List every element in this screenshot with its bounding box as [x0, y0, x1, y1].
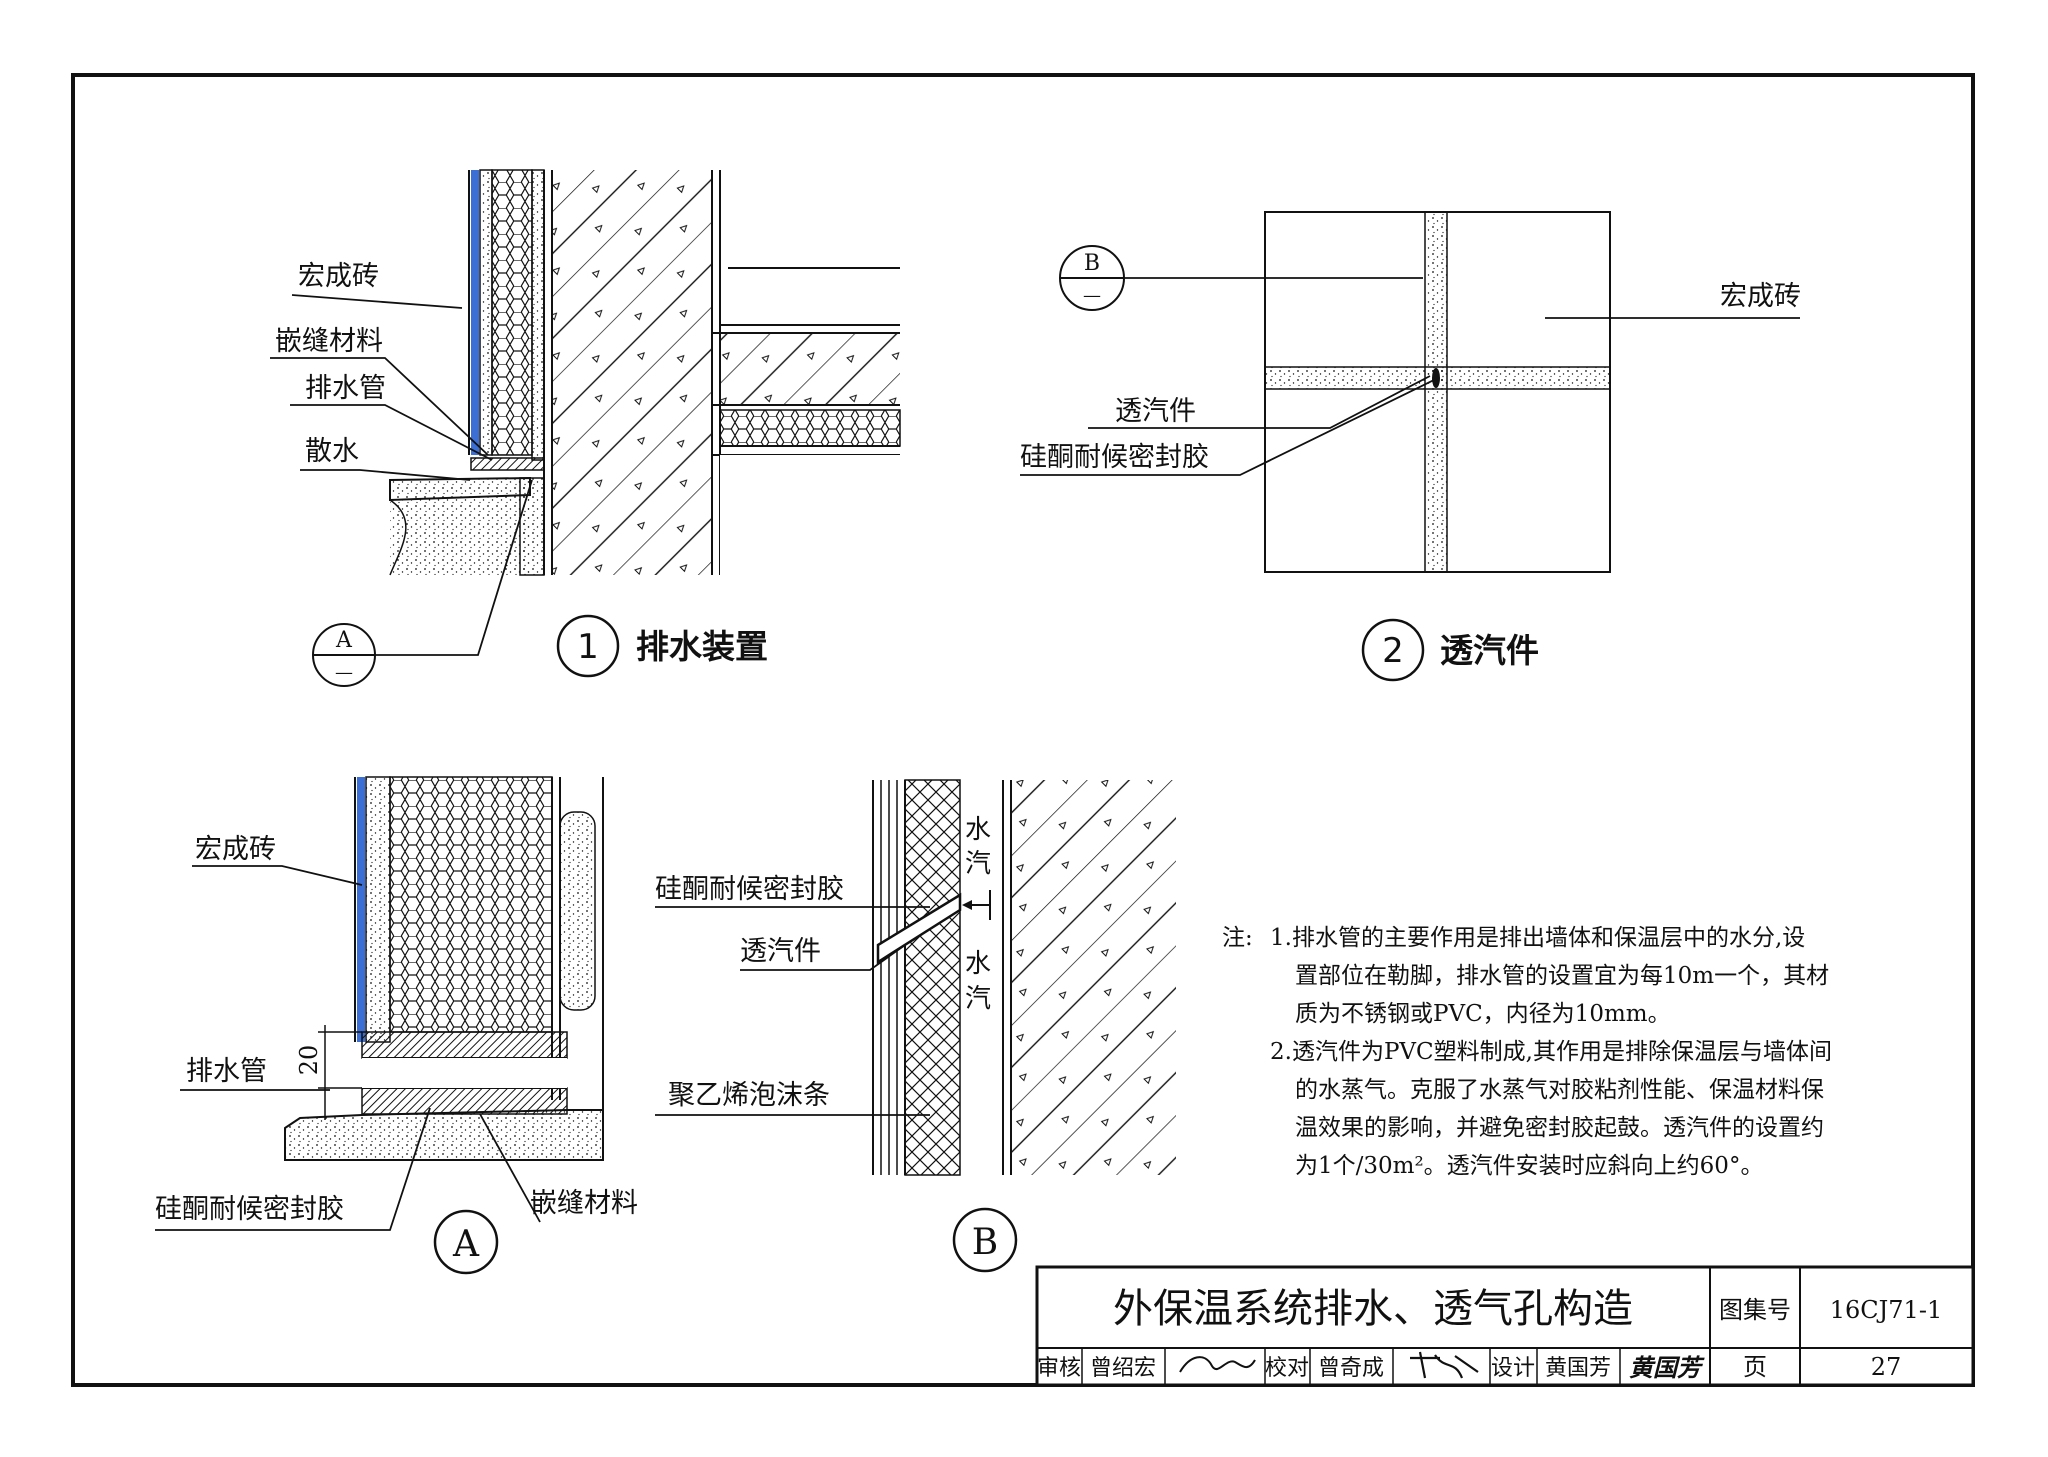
detail1-insulation [491, 169, 533, 456]
detail1-brick-label: 宏成砖 [298, 261, 379, 292]
title-block: 外保温系统排水、透气孔构造 图集号 16CJ71-1 页 27 审核 曾绍宏 校… [1035, 1265, 1975, 1387]
review-label: 审核 [1037, 1356, 1081, 1381]
detailA-mark: A [452, 1224, 480, 1265]
detail1-wall [543, 170, 553, 575]
sheet-frame [71, 73, 1975, 1387]
detail1-drain-pipe [470, 457, 545, 471]
detail-1-drainage: 宏成砖 嵌缝材料 排水管 散水 A — 1 排水装置 [270, 169, 901, 687]
notes-prefix: 注: [1222, 925, 1253, 951]
notes-line-7: 为1个/30m²。透汽件安装时应斜向上约60°。 [1295, 1153, 1763, 1179]
atlas-number-label: 图集号 [1719, 1296, 1791, 1324]
detail2-number: 2 [1382, 631, 1404, 671]
detail1-pipe-label: 排水管 [305, 373, 386, 404]
detail2-vent-label: 透汽件 [1115, 396, 1196, 427]
detailA-ground [284, 1109, 604, 1161]
detail1-number: 1 [577, 627, 599, 667]
detailB-insulation [904, 779, 961, 1176]
detailB-vent-tube [876, 892, 962, 965]
designer-signature: 黄国芳 [1629, 1353, 1705, 1382]
detail2-title: 透汽件 [1440, 631, 1539, 670]
page-label: 页 [1743, 1353, 1767, 1381]
notes-line-5: 的水蒸气。克服了水蒸气对胶粘剂性能、保温材料保 [1295, 1077, 1824, 1103]
detailB-mark: B [972, 1222, 998, 1263]
detailB-mark-circle [952, 1207, 1018, 1273]
detail1-joint-label: 嵌缝材料 [275, 326, 383, 357]
title-block-title: 外保温系统排水、透气孔构造 [1113, 1286, 1633, 1332]
detailB-vent-label: 透汽件 [740, 936, 821, 967]
atlas-number: 16CJ71-1 [1830, 1296, 1942, 1324]
detailA-dimension: 20 [295, 1045, 323, 1076]
detailB-vapor-upper-2: 汽 [965, 849, 991, 879]
detail1-brick-facing [471, 170, 479, 455]
checker-signature [1410, 1351, 1479, 1379]
detailA-brick-facing [357, 777, 365, 1042]
notes: 注: 1.排水管的主要作用是排出墙体和保温层中的水分,设 置部位在勒脚，排水管的… [1222, 925, 1832, 1179]
detailA-mark-circle [433, 1209, 499, 1275]
notes-line-3: 质为不锈钢或PVC，内径为10mm。 [1295, 1001, 1671, 1027]
checker-name: 曾奇成 [1318, 1356, 1384, 1381]
detail-b-vent-section: 水 汽 水 汽 硅酮耐候密封胶 透汽件 聚乙烯泡沫条 B [655, 779, 1176, 1273]
detailB-vapor-lower-2: 汽 [965, 984, 991, 1014]
detailA-pipe-label: 排水管 [186, 1056, 267, 1087]
detailB-vapor-lower-1: 水 [965, 949, 991, 979]
detailB-foam-label: 聚乙烯泡沫条 [668, 1080, 830, 1111]
detailA-brick-label: 宏成砖 [195, 834, 276, 865]
notes-line-2: 置部位在勒脚，排水管的设置宜为每10m一个，其材 [1295, 963, 1829, 989]
detail2-callout-bottom: — [1083, 285, 1101, 306]
detailA-sealant-label: 硅酮耐候密封胶 [155, 1194, 344, 1225]
notes-line-4: 2.透汽件为PVC塑料制成,其作用是排除保温层与墙体间 [1270, 1039, 1832, 1065]
detail-a-drain-pipe: 20 宏成砖 排水管 硅酮耐候密封胶 嵌缝材料 A [155, 776, 638, 1275]
detailA-joint-label: 嵌缝材料 [530, 1188, 638, 1219]
detail1-callout-bottom: — [335, 662, 353, 683]
detailB-sealant-label: 硅酮耐候密封胶 [655, 874, 844, 905]
designer-name: 黄国芳 [1545, 1356, 1611, 1381]
page-number: 27 [1871, 1353, 1902, 1381]
notes-line-1: 1.排水管的主要作用是排出墙体和保温层中的水分,设 [1270, 925, 1805, 951]
detail2-callout-top: B [1084, 251, 1100, 276]
detailA-insulation [389, 776, 553, 1033]
reviewer-signature [1179, 1356, 1256, 1373]
detailB-vapor-upper-1: 水 [965, 815, 991, 845]
detail1-apron-label: 散水 [305, 436, 359, 467]
detail2-sealant-label: 硅酮耐候密封胶 [1020, 442, 1209, 473]
design-label: 设计 [1491, 1356, 1535, 1381]
reviewer-name: 曾绍宏 [1090, 1356, 1156, 1381]
detail1-title: 排水装置 [636, 627, 768, 666]
check-label: 校对 [1265, 1356, 1309, 1381]
detail1-number-circle [556, 614, 620, 678]
detail2-number-circle [1361, 618, 1425, 682]
detail1-callout-top: A [335, 628, 353, 653]
notes-line-6: 温效果的影响，并避免密封胶起鼓。透汽件的设置约 [1295, 1115, 1824, 1141]
detail-2-vent: 宏成砖 透汽件 硅酮耐候密封胶 B — 2 透汽件 [1020, 211, 1801, 682]
detail2-brick-label: 宏成砖 [1720, 281, 1801, 312]
detailA-drain-pipe-top [361, 1031, 568, 1059]
